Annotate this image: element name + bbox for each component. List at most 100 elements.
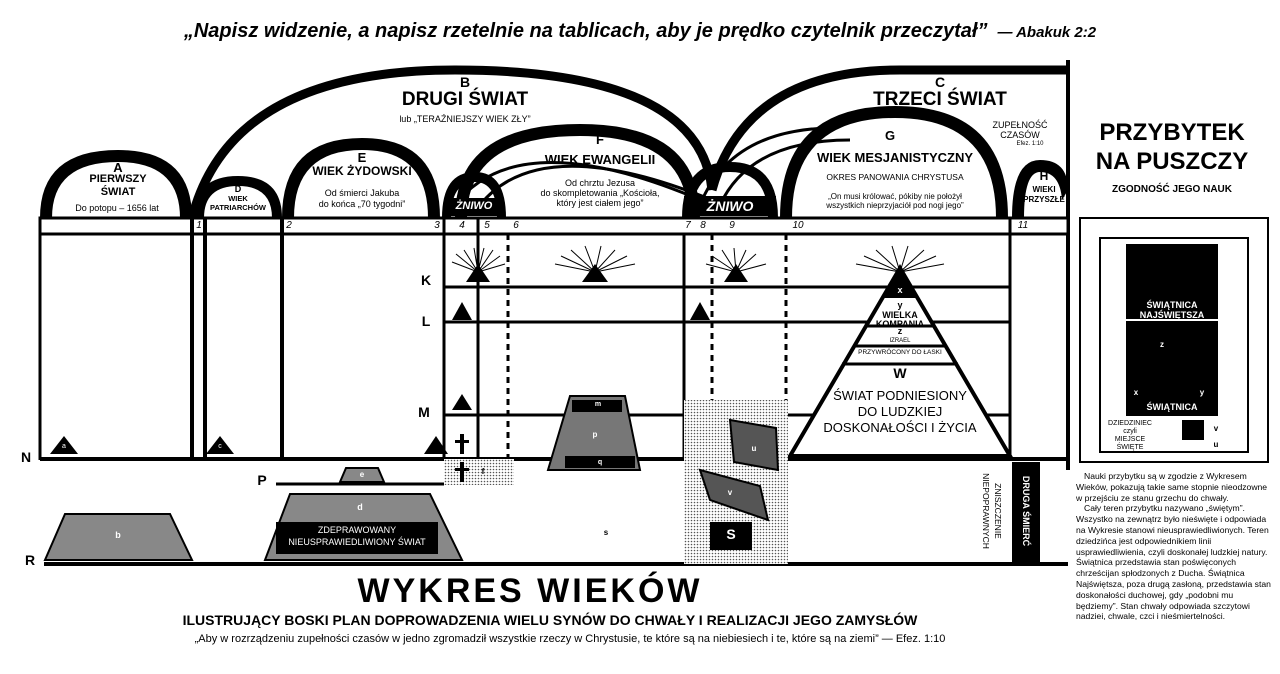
age-g-quote1: „On musi królować, pókiby nie położył (828, 192, 962, 201)
arch-second-world (187, 65, 717, 220)
description-p2: Cały teren przybytku nazywano „świętym”.… (1076, 503, 1271, 622)
plane-m-label: M (418, 404, 430, 420)
age-h-line2: PRZYSZŁE (1023, 195, 1065, 204)
number-1: 1 (196, 220, 202, 231)
world-b-sub: lub „TERAŹNIEJSZY WIEK ZŁY” (399, 114, 531, 124)
world-arches (187, 60, 1070, 470)
age-g-sub: OKRES PANOWANIA CHRYSTUSA (826, 172, 964, 182)
plane-n-label: N (20, 449, 32, 465)
age-a-sub: Do potopu – 1656 lat (75, 203, 159, 213)
tab-mark-y: y (1199, 388, 1205, 397)
tab-mark-z: z (1160, 340, 1164, 349)
israel-2: PRZYWRÓCONY DO ŁASKI (858, 349, 942, 356)
zupelnosc-2: CZASÓW (1000, 130, 1040, 140)
age-f-sub3: który jest ciałem jego” (556, 198, 644, 208)
age-g-quote2: wszystkich nieprzyjaciół pod nogi jego” (826, 201, 964, 210)
glory-rays (451, 245, 945, 273)
plane-r-label: R (24, 552, 36, 568)
header-quote: „Napisz widzenie, a napisz rzetelnie na … (0, 20, 1280, 43)
arch-harvest-2 (682, 162, 778, 218)
number-3: 3 (434, 220, 440, 231)
age-d-letter: D (234, 184, 242, 194)
harvest-band-1 (444, 198, 504, 216)
tab-court-4: ŚWIĘTE (1116, 444, 1144, 451)
mark-b: b (115, 530, 121, 540)
world-c-letter: C (934, 74, 946, 90)
harvest-arc-3 (698, 126, 831, 206)
age-e-sub2: do końca „70 tygodni” (318, 199, 406, 209)
broken-fragments (698, 418, 780, 522)
mark-m: m (594, 401, 602, 408)
harvest-label-2: ŻNIWO (706, 198, 754, 214)
tabernacle-diagram (1079, 217, 1269, 463)
age-f-sub1: Od chrztu Jezusa (564, 178, 636, 188)
age-d-line1: WIEK (228, 194, 248, 203)
cross-marks (455, 434, 469, 482)
second-death-block (1012, 462, 1040, 562)
world-raised-3: DOSKONAŁOŚCI I ŻYCIA (823, 420, 977, 435)
mark-a: a (62, 443, 66, 450)
great-company-2: KOMPANIA (875, 319, 925, 329)
world-b-letter: B (459, 74, 471, 90)
age-f-name: WIEK EWANGELII (544, 152, 656, 167)
depraved-2: NIEUSPRAWIEDLIWIONY ŚWIAT (288, 537, 426, 547)
zupelnosc-1: ZUPEŁNOŚĆ (992, 120, 1048, 130)
bottom-quote: „Aby w rozrządzeniu zupełności czasów w … (194, 633, 946, 645)
tab-holy: ŚWIĄTNICA (1146, 402, 1198, 412)
mark-p: p (592, 430, 598, 439)
mark-z: z (897, 326, 903, 336)
harvest-arc-4 (718, 138, 851, 206)
age-e-sub1: Od śmierci Jakuba (324, 188, 400, 198)
mark-c: c (218, 443, 222, 450)
mark-S: S (726, 526, 736, 542)
number-10: 10 (792, 220, 804, 231)
age-f-letter: F (596, 132, 604, 147)
age-e-name: WIEK ŻYDOWSKI (312, 164, 412, 178)
number-9: 9 (729, 220, 735, 231)
tabernacle-description: Nauki przybytku są w zgodzie z Wykresem … (1076, 471, 1272, 622)
description-p1: Nauki przybytku są w zgodzie z Wykresem … (1076, 471, 1268, 503)
age-a-line2: ŚWIAT (100, 186, 136, 198)
age-a-letter: A (113, 160, 123, 175)
destruction-2: NIEPOPRAWNYCH (981, 473, 991, 549)
world-raised-2: DO LUDZKIEJ (857, 404, 943, 419)
mark-d: d (357, 502, 363, 512)
mark-f: f (481, 467, 485, 476)
mark-w: W (893, 365, 907, 381)
number-6: 6 (513, 220, 519, 231)
tab-court-1: DZIEDZINIEC (1108, 420, 1152, 427)
age-g-name: WIEK MESJANISTYCZNY (816, 150, 973, 165)
number-8: 8 (700, 220, 706, 231)
age-g-letter: G (884, 128, 896, 143)
mark-y: y (897, 300, 903, 310)
number-5: 5 (484, 220, 490, 231)
chart-title: WYKRES WIEKÓW (357, 572, 703, 610)
mark-u: u (751, 444, 757, 453)
israel-1: IZRAEL (889, 338, 911, 344)
age-h-letter: H (1039, 169, 1049, 183)
age-d-line2: PATRIARCHÓW (210, 203, 266, 212)
harvest-label-1: ŻNIWO (455, 200, 493, 212)
plane-k-label: K (420, 272, 432, 288)
tab-holiest-1: ŚWIĄTNICA (1146, 300, 1198, 310)
chart-subtitle: ILUSTRUJĄCY BOSKI PLAN DOPROWADZENIA WIE… (182, 612, 918, 628)
tab-mark-x: x (1133, 388, 1139, 397)
mark-s-upper: s (603, 528, 609, 537)
tab-court-2: czyli (1123, 428, 1137, 435)
arch-a (40, 150, 192, 218)
header-quote-ref: — Abakuk 2:2 (997, 24, 1097, 41)
tabernacle-panel: PRZYBYTEK NA PUSZCZY ZGODNOŚĆ JEGO NAUK (1072, 118, 1272, 195)
age-arches (40, 106, 1068, 218)
plane-p-label: P (257, 472, 267, 488)
tabernacle-title-2: NA PUSZCZY (1095, 148, 1249, 175)
arch-third-world (707, 65, 1068, 192)
destruction-1: ZNISZCZENIE (993, 483, 1003, 539)
harvest-band-2 (684, 196, 776, 216)
age-f-sub2: do skompletowania „Kościoła, (540, 188, 660, 198)
tab-holiest-2: NAJŚWIĘTSZA (1139, 310, 1205, 320)
depraved-1: ZDEPRAWOWANY (317, 525, 397, 535)
age-a-line1: PIERWSZY (89, 173, 147, 185)
pyramid-mesjanic (786, 264, 1014, 458)
harvest-zone-1 (444, 459, 514, 485)
mark-v: v (727, 488, 733, 497)
